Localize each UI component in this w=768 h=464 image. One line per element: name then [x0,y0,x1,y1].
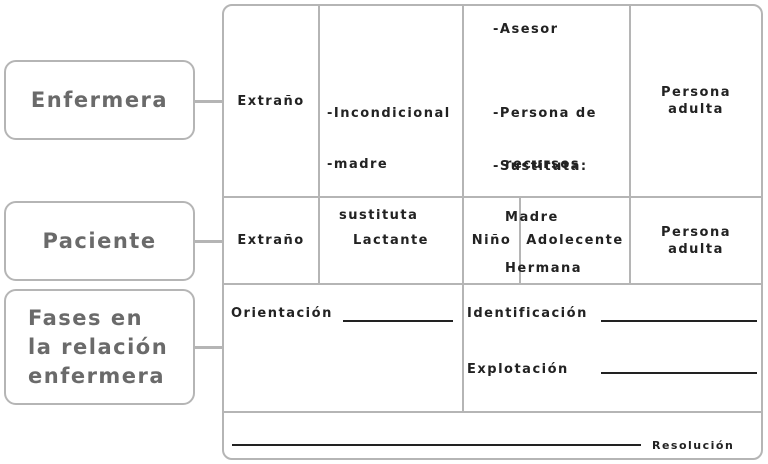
divider-col-1 [318,5,320,284]
fase-explotacion: Explotación [467,362,569,377]
enfermera-persona-adulta-line-2: adulta [668,102,724,117]
enfermera-persona-adulta-line-1: Persona [661,85,731,100]
enfermera-incondicional-line-1: -Incondicional [327,106,451,121]
enfermera-extrano-text: Extraño [237,93,305,109]
enfermera-sustituta-line-3: Hermana [493,261,583,276]
divider-col-3 [629,5,631,284]
paciente-extrano: Extraño [224,198,318,283]
enfermera-incondicional: -Incondicional -madre sustituta [327,71,451,241]
enfermera-sustituta-line-1: -Sustituta: [493,159,588,174]
divider-row-2 [223,283,762,285]
enfermera-persona-recursos-line-2: recursos [493,157,581,172]
paciente-persona-adulta-line-2: adulta [668,241,724,257]
paciente-persona-adulta-line-1: Persona [661,224,731,240]
label-fases-line-3: enfermera [28,363,166,388]
paciente-persona-adulta: Persona adulta [631,198,761,283]
label-paciente: Paciente [4,201,195,281]
divider-row-3 [223,411,762,413]
connector-enfermera [195,100,223,103]
fase-orientacion: Orientación [231,306,333,321]
fase-explotacion-line [601,372,757,374]
paciente-adolecente: Adolecente [521,198,629,283]
enfermera-extrano: Extraño [224,6,318,196]
fase-resolucion-line [232,444,641,446]
enfermera-sustituta-line-2: Madre [493,210,559,225]
paciente-extrano-text: Extraño [237,233,305,248]
label-enfermera-text: Enfermera [30,88,169,112]
fase-identificacion: Identificación [467,306,588,321]
enfermera-persona-recursos-line-1: -Persona de [493,106,597,121]
label-fases-line-2: la relación [28,334,169,359]
paciente-lactante-text: Lactante [352,233,430,248]
fase-identificacion-line [601,320,757,322]
fase-resolucion: Resolución [652,439,735,452]
divider-row-1 [223,196,762,198]
enfermera-incondicional-line-3: sustituta [327,208,419,223]
fase-orientacion-line [343,320,453,322]
enfermera-persona-adulta: Persona adulta [631,6,761,196]
enfermera-incondicional-line-2: -madre [327,157,389,172]
divider-col-2 [462,5,464,412]
label-enfermera: Enfermera [4,60,195,140]
paciente-nino: Niño [464,198,519,283]
label-fases: Fases en la relación enfermera [4,289,195,405]
paciente-adolecente-text: Adolecente [526,233,624,248]
connector-paciente [195,240,223,243]
enfermera-persona-recursos: -Persona de recursos [493,71,597,190]
paciente-nino-text: Niño [471,233,512,248]
label-paciente-text: Paciente [42,229,157,253]
label-fases-text: Fases en la relación enfermera [28,304,168,391]
enfermera-sustituta: -Sustituta: Madre Hermana [493,124,588,294]
enfermera-asesor: -Asesor [493,22,559,37]
connector-fases [195,346,223,349]
label-fases-line-1: Fases en [28,305,144,330]
grid-frame [222,4,763,460]
divider-col-2b [519,197,521,284]
paciente-lactante: Lactante [320,198,462,283]
